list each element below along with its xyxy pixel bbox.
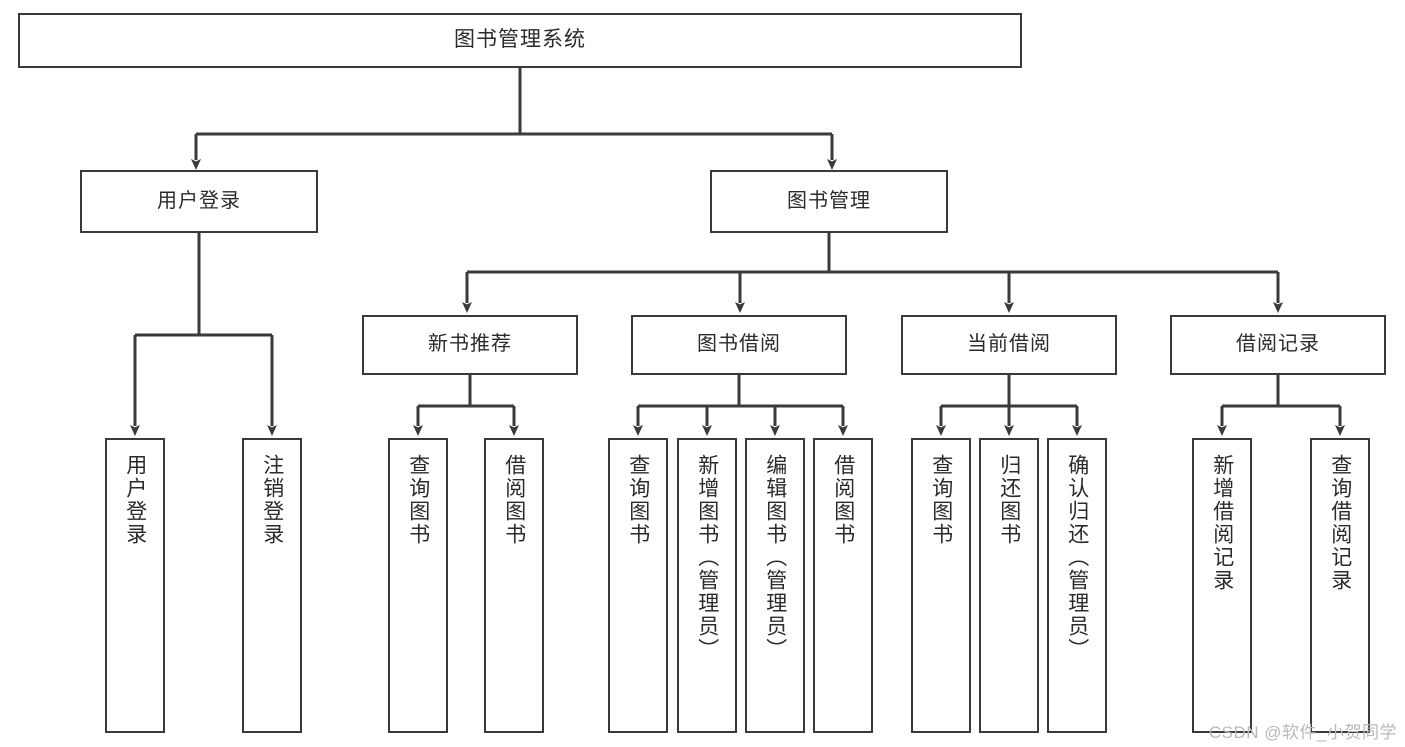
leaf-add-book-label: 新增图书（管理员） [695, 454, 719, 661]
leaf-confirm-return[interactable]: 确认归还（管理员） [1047, 438, 1107, 733]
leaf-return-book-label: 归还图书 [997, 454, 1021, 546]
node-user-login-label: 用户登录 [157, 189, 241, 212]
node-book-borrow[interactable]: 图书借阅 [631, 315, 847, 375]
leaf-edit-book-label: 编辑图书（管理员） [763, 454, 787, 661]
node-book-manage-label: 图书管理 [787, 189, 871, 212]
leaf-logout[interactable]: 注销登录 [242, 438, 302, 733]
node-current-borrow-label: 当前借阅 [967, 333, 1051, 356]
node-current-borrow[interactable]: 当前借阅 [901, 315, 1117, 375]
leaf-query-record-label: 查询借阅记录 [1328, 454, 1352, 592]
leaf-user-login[interactable]: 用户登录 [105, 438, 165, 733]
leaf-confirm-return-label: 确认归还（管理员） [1065, 454, 1089, 661]
leaf-query-book-rec[interactable]: 查询图书 [388, 438, 448, 733]
node-borrow-record-label: 借阅记录 [1236, 333, 1320, 356]
leaf-add-record[interactable]: 新增借阅记录 [1192, 438, 1252, 733]
leaf-edit-book[interactable]: 编辑图书（管理员） [745, 438, 805, 733]
leaf-add-book[interactable]: 新增图书（管理员） [677, 438, 737, 733]
leaf-borrow-book-rec[interactable]: 借阅图书 [484, 438, 544, 733]
leaf-query-book-borrow-label: 查询图书 [626, 454, 650, 546]
leaf-borrow-book-label: 借阅图书 [831, 454, 855, 546]
node-new-book-recommend[interactable]: 新书推荐 [362, 315, 578, 375]
node-root-label: 图书管理系统 [454, 28, 586, 52]
leaf-borrow-book[interactable]: 借阅图书 [813, 438, 873, 733]
leaf-borrow-book-rec-label: 借阅图书 [502, 454, 526, 546]
leaf-query-record[interactable]: 查询借阅记录 [1310, 438, 1370, 733]
leaf-user-login-label: 用户登录 [123, 454, 147, 546]
leaf-return-book[interactable]: 归还图书 [979, 438, 1039, 733]
node-user-login[interactable]: 用户登录 [80, 170, 318, 233]
leaf-query-book-rec-label: 查询图书 [406, 454, 430, 546]
node-book-manage[interactable]: 图书管理 [710, 170, 948, 233]
leaf-logout-label: 注销登录 [260, 454, 284, 546]
leaf-query-book-borrow[interactable]: 查询图书 [608, 438, 668, 733]
node-borrow-record[interactable]: 借阅记录 [1170, 315, 1386, 375]
leaf-query-book-current[interactable]: 查询图书 [911, 438, 971, 733]
node-book-borrow-label: 图书借阅 [697, 333, 781, 356]
node-new-book-recommend-label: 新书推荐 [428, 333, 512, 356]
node-root[interactable]: 图书管理系统 [18, 13, 1022, 68]
leaf-query-book-current-label: 查询图书 [929, 454, 953, 546]
leaf-add-record-label: 新增借阅记录 [1210, 454, 1234, 592]
